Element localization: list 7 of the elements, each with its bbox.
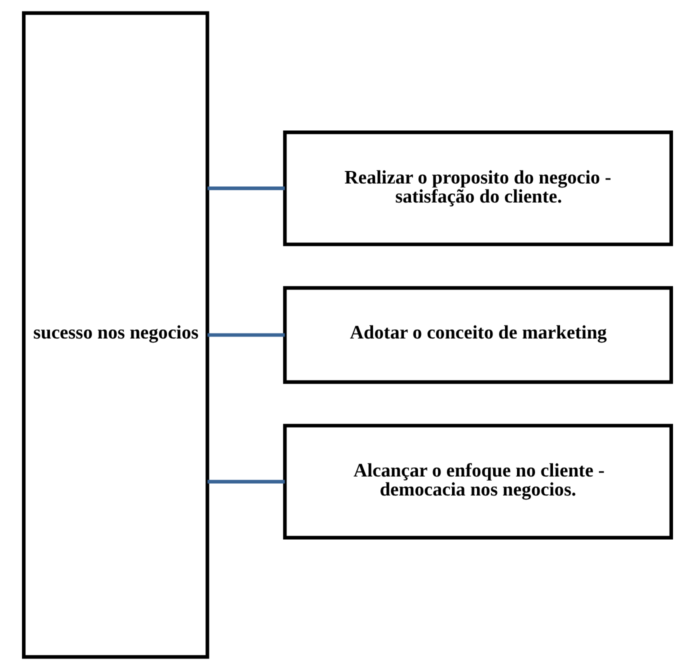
connector [207,480,284,484]
node-box: Alcançar o enfoque no cliente - democacia nos negocios. [282,424,673,540]
connector [207,333,284,337]
node-box: Adotar o conceito de marketing [282,286,673,384]
connector [207,186,284,190]
node-box: Realizar o proposito do negocio - satisfação do cliente. [282,130,673,246]
node-box: sucesso nos negocios [21,11,209,659]
